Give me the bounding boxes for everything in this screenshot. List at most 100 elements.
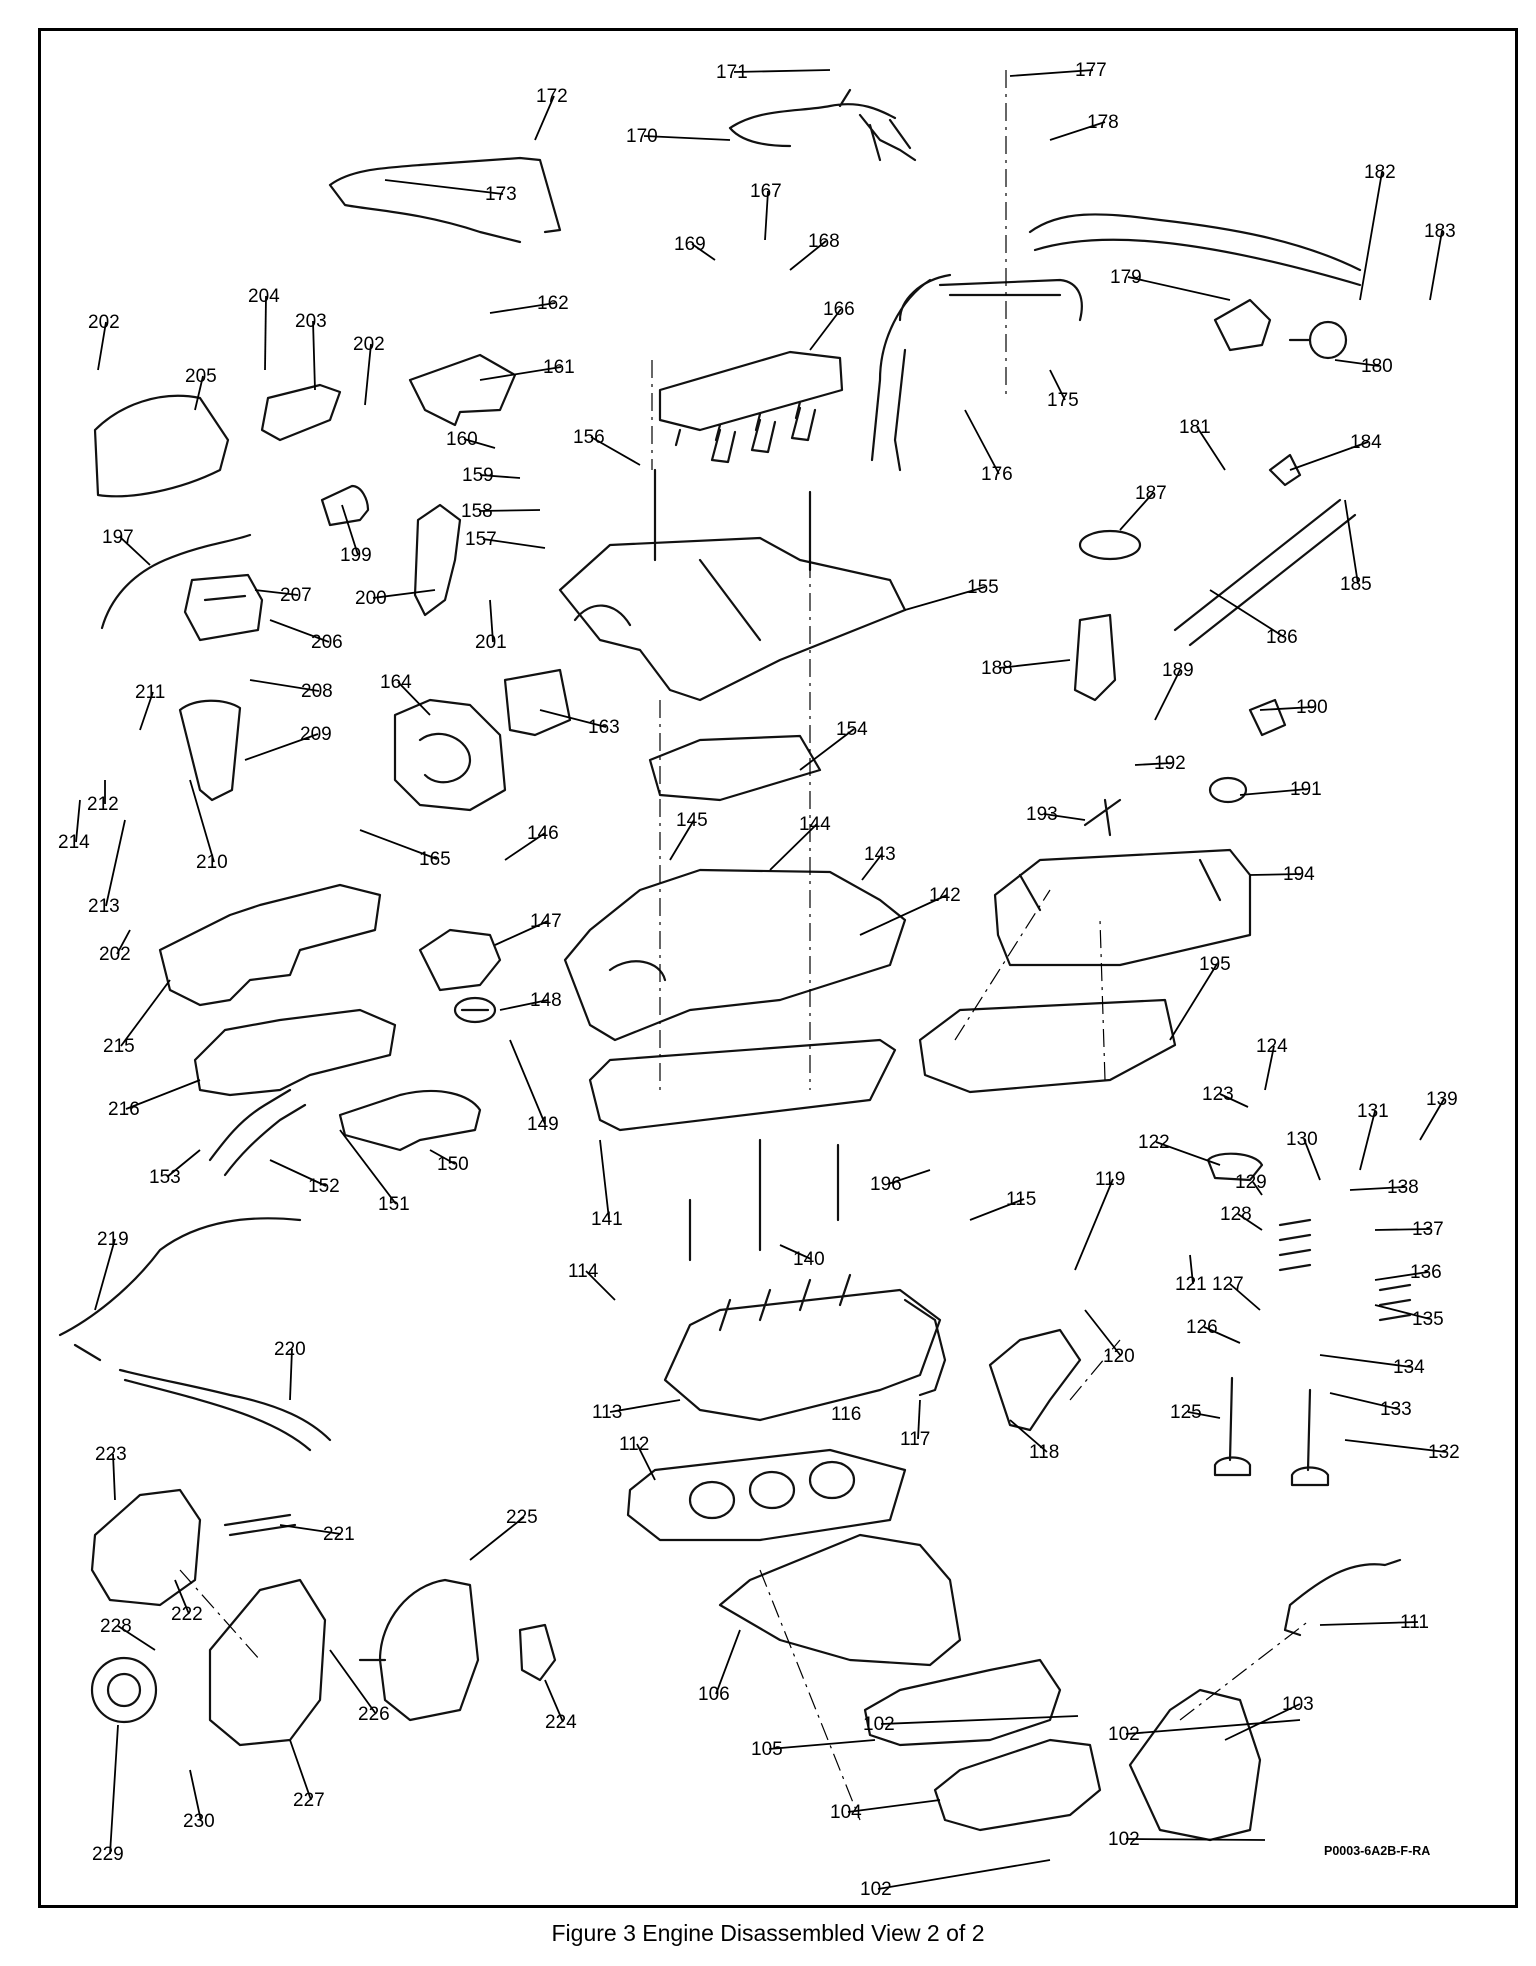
elbow-199 <box>320 484 370 527</box>
leader-line <box>643 135 731 141</box>
leader-line <box>279 1524 342 1535</box>
callout-label: 200 <box>355 588 387 609</box>
leader-line <box>494 920 549 946</box>
leader-line <box>372 589 436 599</box>
callout-label: 123 <box>1202 1084 1234 1105</box>
callout-label: 195 <box>1199 954 1231 975</box>
exhaust-pipe-186 <box>1173 498 1357 647</box>
leader-line <box>120 979 171 1047</box>
leader-line <box>1419 1098 1445 1141</box>
manifold-gasket-216 <box>193 1008 397 1097</box>
leader-line <box>1224 1703 1301 1741</box>
bracket-224 <box>518 1623 557 1682</box>
leader-line <box>469 1516 525 1561</box>
callout-label: 170 <box>626 126 658 147</box>
leader-line <box>1374 1271 1429 1281</box>
spring-135 <box>1378 1283 1412 1322</box>
leader-line <box>97 321 107 371</box>
callout-label: 151 <box>378 1194 410 1215</box>
leader-line <box>1209 589 1285 638</box>
callout-label: 225 <box>506 1507 538 1528</box>
callout-label: 189 <box>1162 660 1194 681</box>
leader-line <box>1189 1254 1194 1285</box>
callout-label: 183 <box>1424 221 1456 242</box>
leader-line <box>1319 1621 1419 1626</box>
leader-line <box>482 538 546 549</box>
leader-line <box>1239 788 1309 796</box>
callout-label: 129 <box>1235 1172 1267 1193</box>
leader-line <box>1264 1045 1275 1091</box>
assembly-centerline <box>1179 1619 1311 1721</box>
callout-label: 128 <box>1220 1204 1252 1225</box>
regulator-180 <box>1288 320 1348 360</box>
lower-intake-manifold-142 <box>563 868 907 1042</box>
cylinder-head-113 <box>663 1273 942 1422</box>
leader-line <box>341 504 359 556</box>
fuel-rail-166 <box>658 350 844 447</box>
leader-line <box>877 1859 1051 1890</box>
callout-label: 176 <box>981 464 1013 485</box>
leader-line <box>1349 1186 1406 1191</box>
leader-line <box>189 1769 202 1822</box>
leader-line <box>117 1625 156 1651</box>
callout-label: 104 <box>830 1802 862 1823</box>
spark-plug-221 <box>223 1513 297 1537</box>
callout-label: 210 <box>196 852 228 873</box>
leader-line <box>609 1399 681 1413</box>
leader-line <box>1329 1392 1399 1410</box>
leader-line <box>479 366 562 381</box>
leader-line <box>244 733 319 761</box>
callout-label: 228 <box>100 1616 132 1637</box>
gasket-163 <box>503 668 572 737</box>
callout-label: 102 <box>860 1879 892 1900</box>
callout-label: 204 <box>248 286 280 307</box>
callout-label: 113 <box>592 1402 622 1423</box>
leader-line <box>489 302 556 314</box>
leader-line <box>339 1129 397 1205</box>
leader-line <box>539 709 607 728</box>
wires-220 <box>118 1368 332 1452</box>
valve-125 <box>1213 1376 1252 1477</box>
leader-line <box>119 536 151 566</box>
leader-line <box>534 95 555 141</box>
leader-line <box>1344 499 1359 585</box>
leader-line <box>264 295 267 371</box>
leader-line <box>75 799 81 843</box>
leader-line <box>599 1139 610 1220</box>
callout-label: 167 <box>750 181 782 202</box>
ignition-module-223 <box>90 1488 202 1607</box>
leader-line <box>964 409 1000 475</box>
leader-line <box>1155 1141 1221 1166</box>
filler-neck-188 <box>1073 613 1117 702</box>
leader-line <box>590 436 641 466</box>
assembly-centerline <box>759 1569 861 1821</box>
callout-label: 163 <box>588 717 620 738</box>
leader-line <box>669 819 695 861</box>
pcv-193 <box>1083 798 1122 837</box>
filter-179 <box>1213 298 1272 352</box>
bolts-140 <box>688 1138 840 1262</box>
callout-label: 141 <box>591 1209 623 1230</box>
pipe-117 <box>903 1298 947 1397</box>
callout-label: 196 <box>870 1174 902 1195</box>
leader-line <box>1049 121 1106 141</box>
callout-label: 102 <box>1108 1829 1140 1850</box>
pump-bracket-227 <box>208 1578 327 1747</box>
callout-label: 117 <box>900 1429 930 1450</box>
callout-label: 156 <box>573 427 605 448</box>
leader-line <box>887 1169 931 1185</box>
leader-line <box>1374 1228 1431 1231</box>
leader-line <box>174 1579 190 1615</box>
leader-line <box>125 1079 201 1110</box>
leader-line <box>847 1799 941 1813</box>
callout-label: 229 <box>92 1844 124 1865</box>
fuel-return-line-182 <box>1028 213 1362 287</box>
leader-line <box>254 589 299 596</box>
leader-line <box>789 240 827 271</box>
leader-line <box>1084 1309 1122 1357</box>
bracket-103 <box>1128 1688 1262 1842</box>
callout-label: 143 <box>864 844 896 865</box>
plenum-gasket-154 <box>648 734 822 802</box>
bracket-104 <box>933 1738 1102 1832</box>
